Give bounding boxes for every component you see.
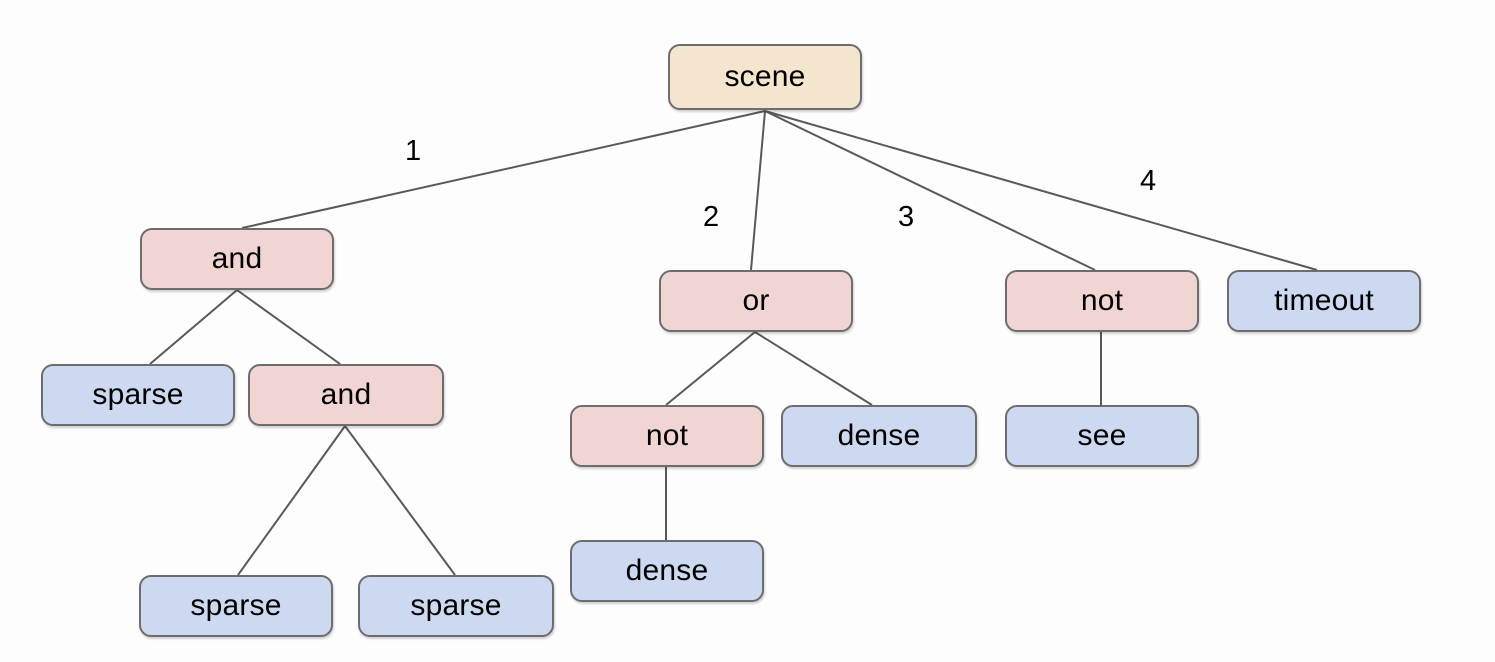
tree-edge-scene-to-and1 bbox=[241, 110, 766, 229]
tree-node-label: and bbox=[320, 378, 372, 411]
edge-label-2: 2 bbox=[703, 201, 720, 233]
tree-node-sparse1[interactable]: sparse bbox=[41, 364, 235, 426]
tree-edge-and2-to-sparse3 bbox=[344, 425, 456, 576]
edge-label-4: 4 bbox=[1140, 165, 1157, 197]
tree-node-label: not bbox=[645, 419, 689, 452]
tree-node-label: dense bbox=[625, 554, 709, 587]
tree-edge-or1-to-not1 bbox=[665, 331, 756, 406]
tree-node-label: sparse bbox=[92, 378, 184, 411]
tree-node-dense1[interactable]: dense bbox=[781, 405, 977, 467]
tree-node-or1[interactable]: or bbox=[659, 270, 853, 332]
tree-node-label: sparse bbox=[410, 589, 502, 622]
tree-edge-scene-to-timeout1 bbox=[764, 110, 1318, 271]
tree-node-see1[interactable]: see bbox=[1005, 405, 1199, 467]
edge-label-3: 3 bbox=[898, 201, 915, 233]
tree-node-sparse2[interactable]: sparse bbox=[139, 575, 333, 637]
tree-node-label: not bbox=[1080, 284, 1124, 317]
tree-edge-scene-to-not2 bbox=[764, 110, 1096, 271]
tree-edge-or1-to-dense1 bbox=[754, 331, 873, 406]
tree-node-and1[interactable]: and bbox=[140, 228, 334, 290]
tree-node-sparse3[interactable]: sparse bbox=[358, 575, 554, 637]
tree-edge-scene-to-or1 bbox=[750, 110, 766, 271]
tree-node-not2[interactable]: not bbox=[1005, 270, 1199, 332]
tree-node-not1[interactable]: not bbox=[570, 405, 764, 467]
tree-node-and2[interactable]: and bbox=[248, 364, 444, 426]
tree-edge-and2-to-sparse2 bbox=[237, 425, 346, 576]
tree-node-label: or bbox=[742, 284, 770, 317]
tree-node-scene[interactable]: scene bbox=[668, 44, 862, 110]
tree-edge-and1-to-sparse1 bbox=[149, 289, 238, 365]
tree-node-label: see bbox=[1077, 419, 1127, 452]
tree-node-label: timeout bbox=[1274, 284, 1374, 317]
tree-node-label: sparse bbox=[190, 589, 282, 622]
tree-node-label: dense bbox=[837, 419, 921, 452]
tree-node-timeout1[interactable]: timeout bbox=[1227, 270, 1421, 332]
tree-node-label: and bbox=[211, 242, 263, 275]
tree-node-label: scene bbox=[724, 60, 806, 93]
tree-edge-and1-to-and2 bbox=[236, 289, 341, 365]
tree-node-dense2[interactable]: dense bbox=[570, 540, 764, 602]
edge-label-1: 1 bbox=[405, 135, 422, 167]
